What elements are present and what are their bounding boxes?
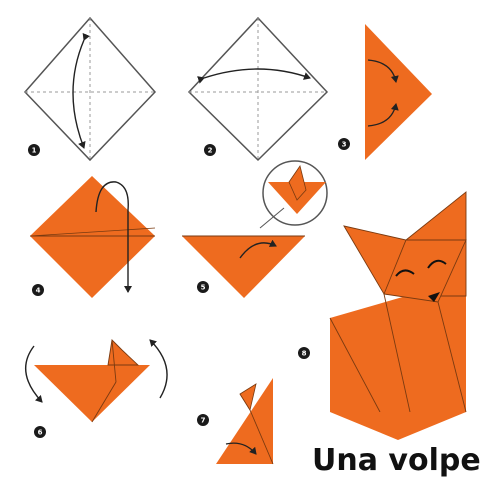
- step-7: 7: [197, 378, 273, 464]
- step-5: 5: [182, 161, 327, 298]
- step-number: 4: [36, 287, 41, 295]
- step-number: 1: [32, 147, 37, 155]
- folded-triangle: [34, 365, 150, 422]
- step-8-finished-fox: 8: [298, 192, 466, 440]
- fox-tail-base: [330, 412, 466, 440]
- folded-triangle: [365, 24, 432, 160]
- step-6: 6: [26, 340, 167, 438]
- step-2: 2: [189, 18, 327, 160]
- step-3: 3: [338, 24, 432, 160]
- step-number: 6: [38, 429, 43, 437]
- step-1: 1: [25, 18, 155, 160]
- step-number: 8: [302, 350, 307, 358]
- step-number: 5: [201, 284, 206, 292]
- step-4: 4: [30, 176, 155, 298]
- fox-body: [330, 296, 466, 412]
- paper-diamond: [30, 176, 155, 298]
- step-number: 3: [342, 141, 347, 149]
- diagram-title: Una volpe: [312, 444, 480, 478]
- flip-arrow: [26, 346, 42, 402]
- step-number: 2: [208, 147, 213, 155]
- ear-fold: [240, 384, 256, 410]
- flip-arrow: [150, 340, 167, 398]
- step-number: 7: [201, 417, 206, 425]
